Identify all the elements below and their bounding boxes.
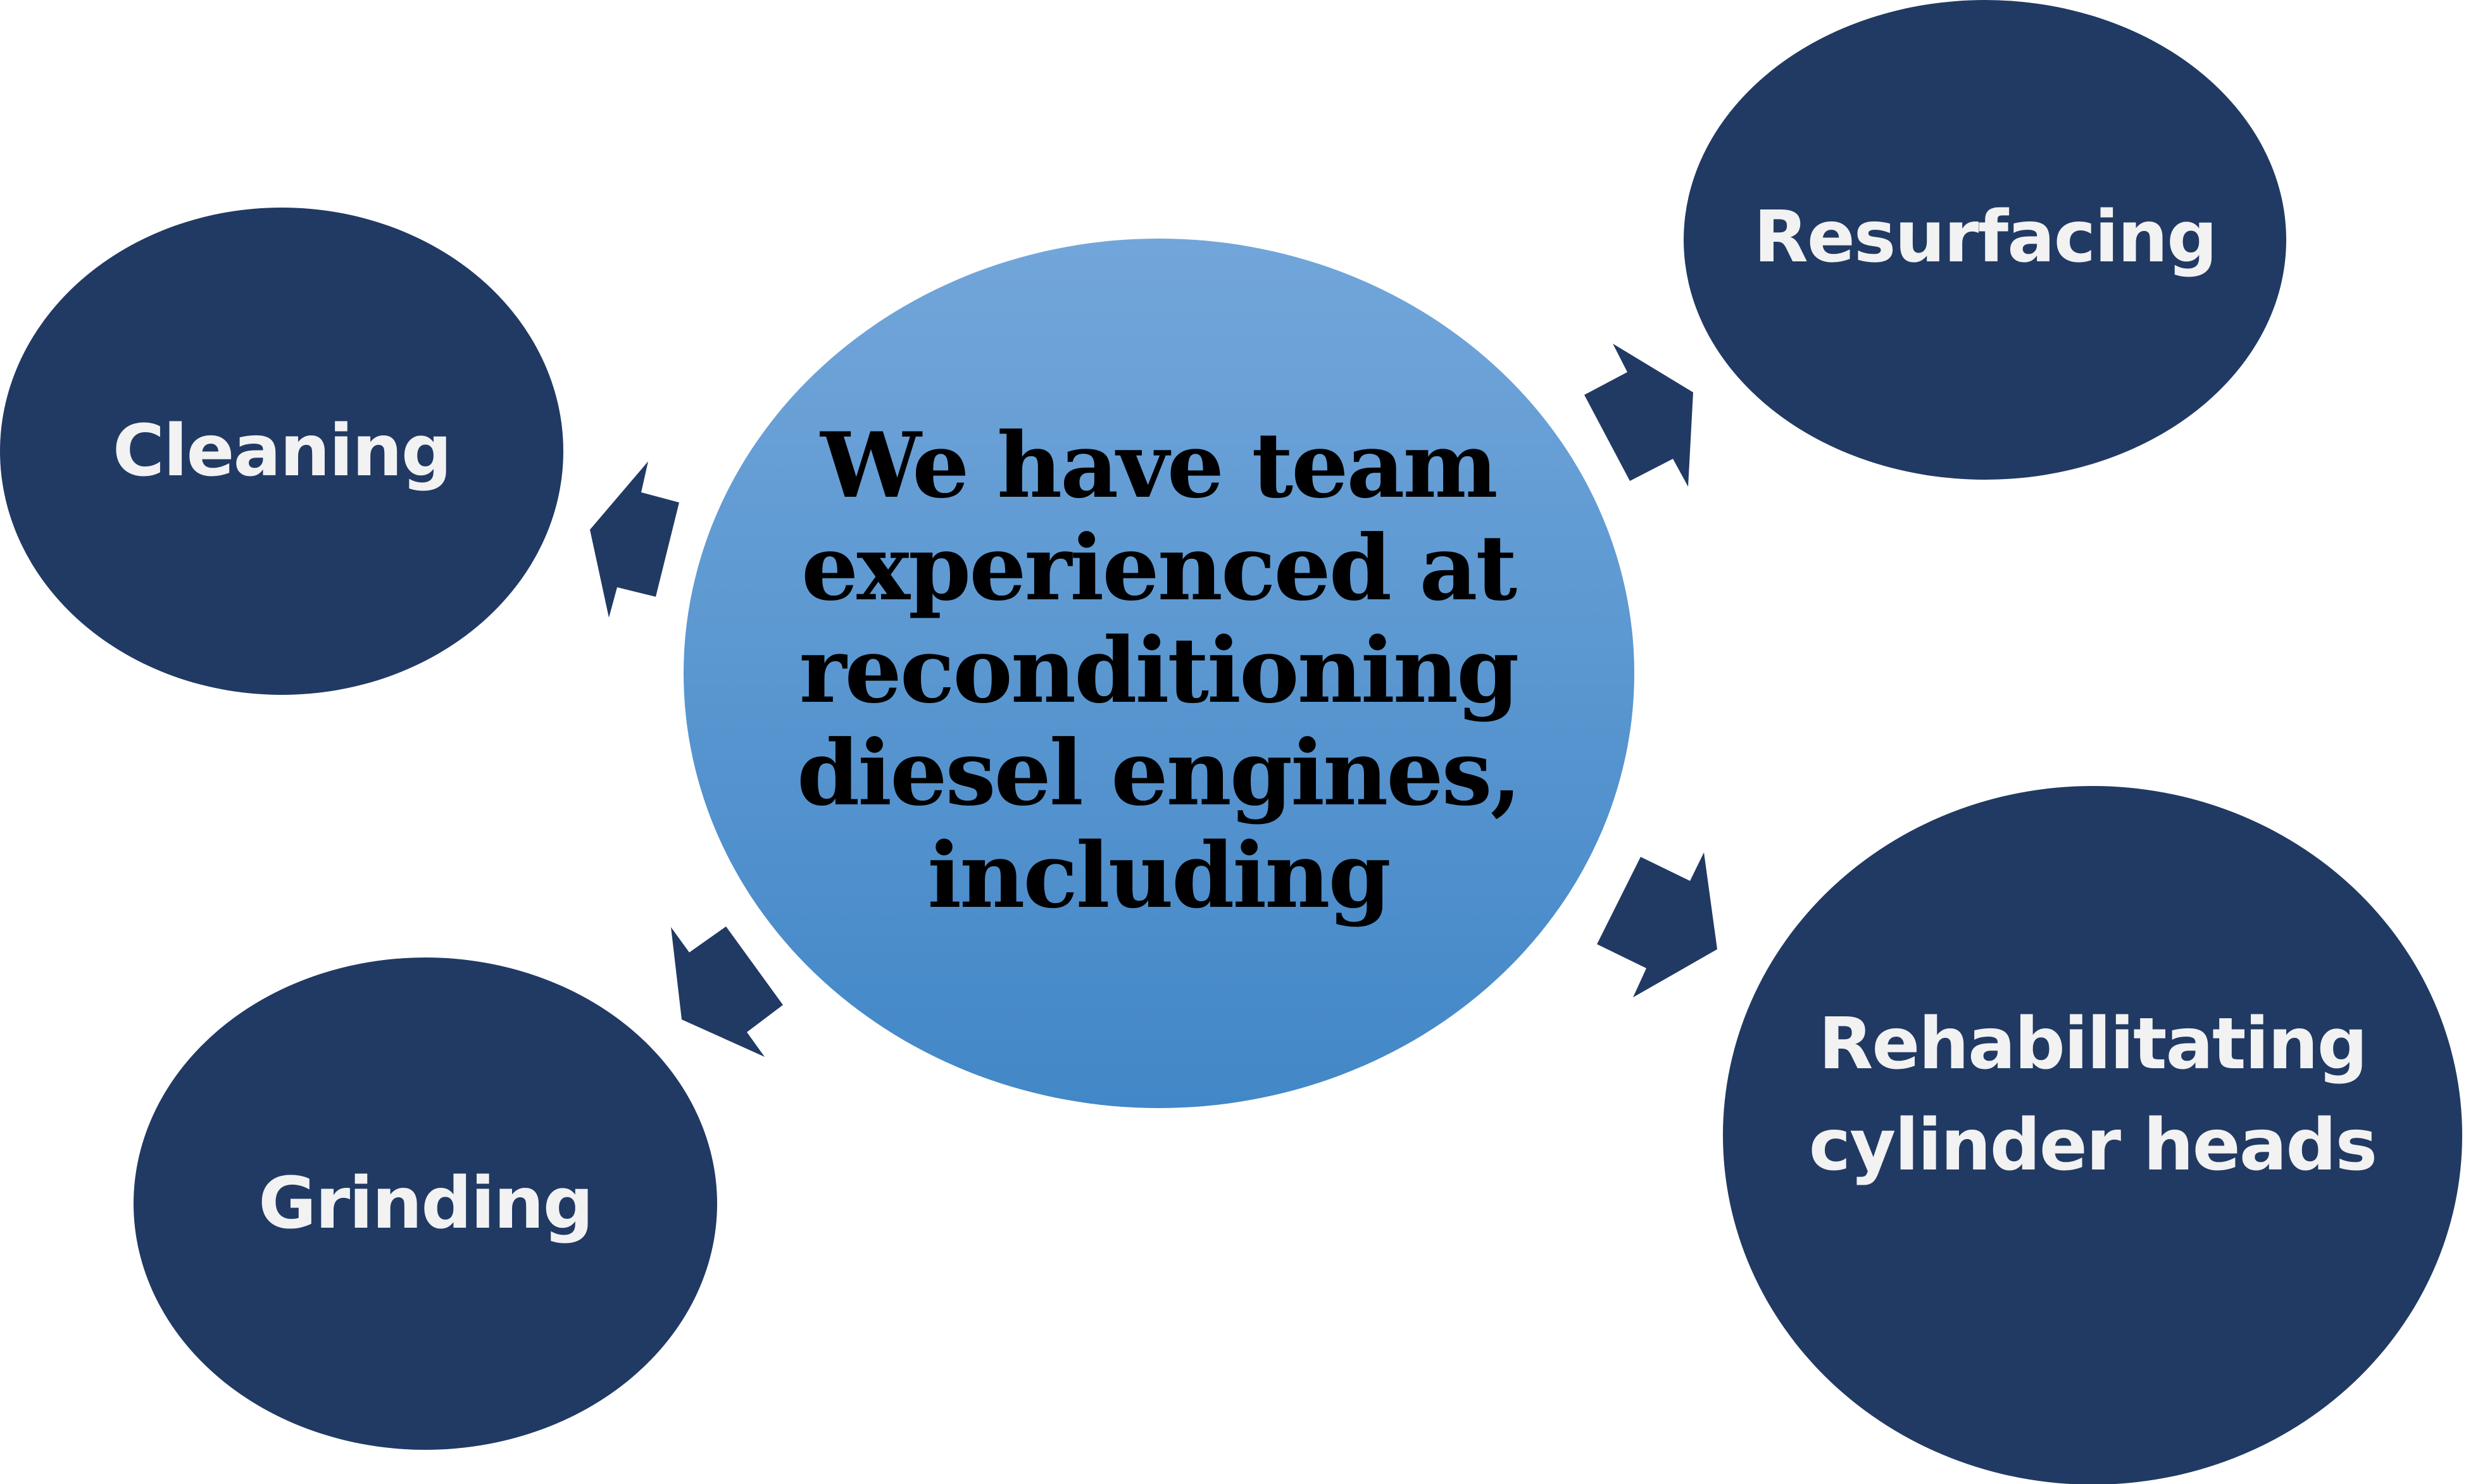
node-rehabilitating-text-line: Rehabilitating <box>1818 1003 2368 1085</box>
center-text-line: including <box>927 823 1391 928</box>
center-ellipse <box>684 239 1634 1108</box>
center-text-line: We have team <box>820 413 1498 518</box>
node-grinding-ellipse <box>134 957 717 1450</box>
node-rehabilitating-label: Rehabilitating cylinder heads <box>1776 987 2409 1202</box>
node-resurfacing-label: Resurfacing <box>1732 174 2238 301</box>
arrow-to-rehabilitating <box>1597 852 1717 997</box>
arrow-to-grinding <box>671 926 783 1057</box>
center-text: We have team experienced at reconditioni… <box>747 392 1570 949</box>
node-resurfacing-ellipse <box>1684 0 2286 480</box>
node-cleaning-ellipse <box>0 208 563 695</box>
node-resurfacing-text: Resurfacing <box>1753 196 2218 278</box>
arrow-to-resurfacing <box>1584 344 1693 487</box>
node-cleaning-label: Cleaning <box>28 388 535 514</box>
node-grinding-text: Grinding <box>258 1163 594 1245</box>
center-text-line: experienced at <box>801 516 1517 621</box>
center-text-line: reconditioning <box>799 618 1520 723</box>
arrow-to-cleaning <box>590 461 679 618</box>
center-text-line: diesel engines, <box>796 721 1522 826</box>
node-grinding-label: Grinding <box>172 1140 679 1267</box>
node-rehabilitating-text-line: cylinder heads <box>1808 1104 2377 1187</box>
node-rehabilitating-ellipse <box>1723 786 2462 1484</box>
node-cleaning-text: Cleaning <box>112 410 452 492</box>
